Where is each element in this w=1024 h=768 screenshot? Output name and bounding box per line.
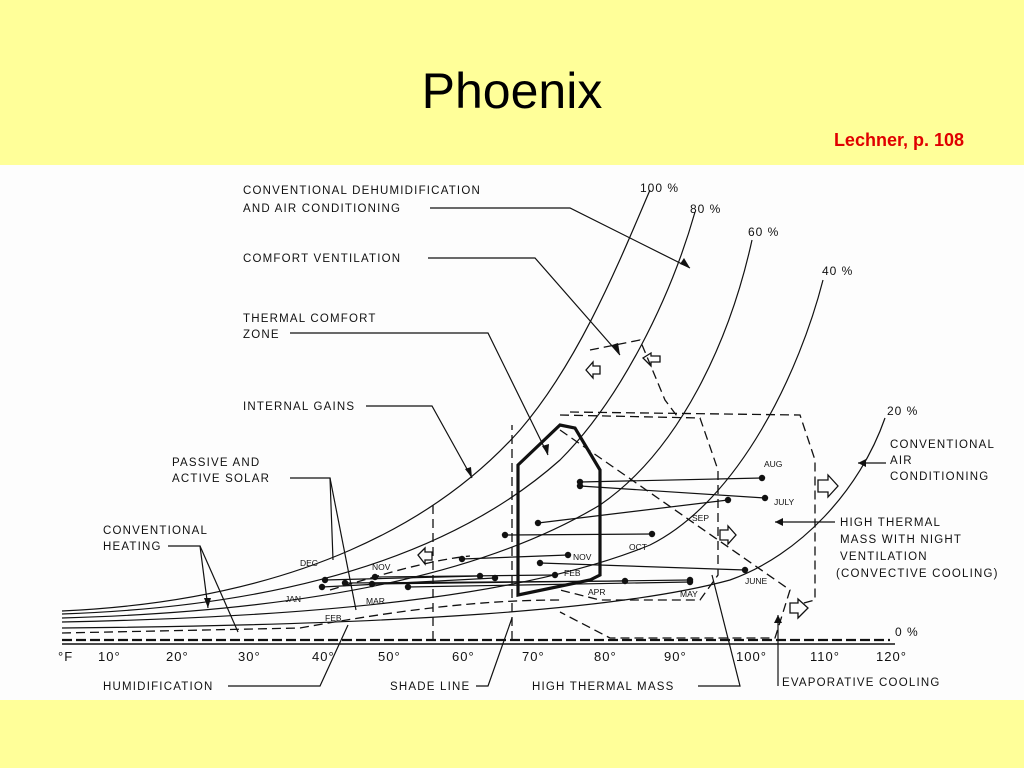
- thermal-comfort-zone: [516, 423, 602, 597]
- label-conv-ac-3: CONDITIONING: [890, 471, 989, 483]
- label-conv-ac-2: AIR: [890, 455, 913, 467]
- label-comfort-ventilation: COMFORT VENTILATION: [243, 253, 401, 265]
- rh-curve-40: [61, 279, 824, 623]
- rh-label-0: 0 %: [895, 625, 919, 639]
- bioclimatic-chart: 100 % 80 % 60 % 40 % 20 % 0 % °F 10° 20°…: [0, 165, 1024, 700]
- rh-curve-100: [61, 189, 651, 612]
- rh-label-40: 40 %: [822, 264, 853, 278]
- tick-110: 110°: [810, 649, 840, 664]
- label-htm-night-4: (CONVECTIVE COOLING): [836, 568, 999, 580]
- label-dehumid-2: AND AIR CONDITIONING: [243, 203, 401, 215]
- zone-boundary-arrows: [417, 351, 839, 620]
- rh-label-60: 60 %: [748, 225, 779, 239]
- tick-70: 70°: [522, 649, 545, 664]
- rh-label-80: 80 %: [690, 202, 721, 216]
- rh-curve-60: [61, 239, 753, 619]
- rh-label-100: 100 %: [640, 181, 679, 195]
- month-feb: FEB: [325, 613, 342, 623]
- label-htm-night-1: HIGH THERMAL: [840, 517, 941, 529]
- slide-title: Phoenix: [421, 63, 603, 119]
- tick-80: 80°: [594, 649, 617, 664]
- leader-lines: [168, 207, 886, 687]
- tick-40: 40°: [312, 649, 335, 664]
- axis-unit: °F: [58, 649, 73, 664]
- monthly-climate-lines: [321, 477, 766, 588]
- month-june: JUNE: [745, 576, 768, 586]
- label-conv-heating-1: CONVENTIONAL: [103, 525, 208, 537]
- label-shade-line: SHADE LINE: [390, 681, 470, 693]
- source-credit: Lechner, p. 108: [833, 130, 964, 150]
- monthly-climate-points: [318, 474, 769, 591]
- tick-90: 90°: [664, 649, 687, 664]
- month-aug: AUG: [764, 459, 782, 469]
- month-nov-right: NOV: [573, 552, 592, 562]
- tick-60: 60°: [452, 649, 475, 664]
- month-jan: JAN: [285, 594, 301, 604]
- label-passive-2: ACTIVE SOLAR: [172, 473, 270, 485]
- label-humidification: HUMIDIFICATION: [103, 681, 214, 693]
- high-thermal-mass-zone: [559, 414, 719, 601]
- month-sep: SEP: [692, 513, 709, 523]
- psychrometric-diagram: 100 % 80 % 60 % 40 % 20 % 0 % °F 10° 20°…: [58, 181, 999, 693]
- label-internal-gains: INTERNAL GAINS: [243, 401, 355, 413]
- rh-curve-20: [61, 417, 886, 629]
- tick-50: 50°: [378, 649, 401, 664]
- tick-30: 30°: [238, 649, 261, 664]
- tick-20: 20°: [166, 649, 189, 664]
- rh-curve-80: [61, 211, 696, 615]
- month-mar: MAR: [366, 596, 385, 606]
- arrowheads: [204, 258, 866, 623]
- tick-10: 10°: [98, 649, 121, 664]
- label-htm-night-3: VENTILATION: [840, 551, 928, 563]
- month-nov: NOV: [372, 562, 391, 572]
- label-comfort-zone-2: ZONE: [243, 329, 280, 341]
- label-evap-cooling: EVAPORATIVE COOLING: [782, 677, 941, 689]
- month-feb-right: FEB: [564, 568, 581, 578]
- comfort-ventilation-zone: [589, 339, 681, 421]
- tick-120: 120°: [876, 649, 907, 664]
- label-comfort-zone-1: THERMAL COMFORT: [243, 313, 377, 325]
- label-high-thermal-mass: HIGH THERMAL MASS: [532, 681, 674, 693]
- month-oct: OCT: [629, 542, 647, 552]
- rh-label-20: 20 %: [887, 404, 918, 418]
- label-dehumid-1: CONVENTIONAL DEHUMIDIFICATION: [243, 185, 481, 197]
- humidification-zone: [61, 599, 561, 634]
- label-passive-1: PASSIVE AND: [172, 457, 260, 469]
- month-july: JULY: [774, 497, 794, 507]
- night-vent-zone: [569, 411, 816, 605]
- label-htm-night-2: MASS WITH NIGHT: [840, 534, 962, 546]
- tick-100: 100°: [736, 649, 767, 664]
- month-dec: DEC: [300, 558, 318, 568]
- label-conv-heating-2: HEATING: [103, 541, 162, 553]
- label-conv-ac-1: CONVENTIONAL: [890, 439, 995, 451]
- month-may: MAY: [680, 589, 698, 599]
- month-apr: APR: [588, 587, 605, 597]
- evaporative-cooling-zone: [559, 429, 791, 639]
